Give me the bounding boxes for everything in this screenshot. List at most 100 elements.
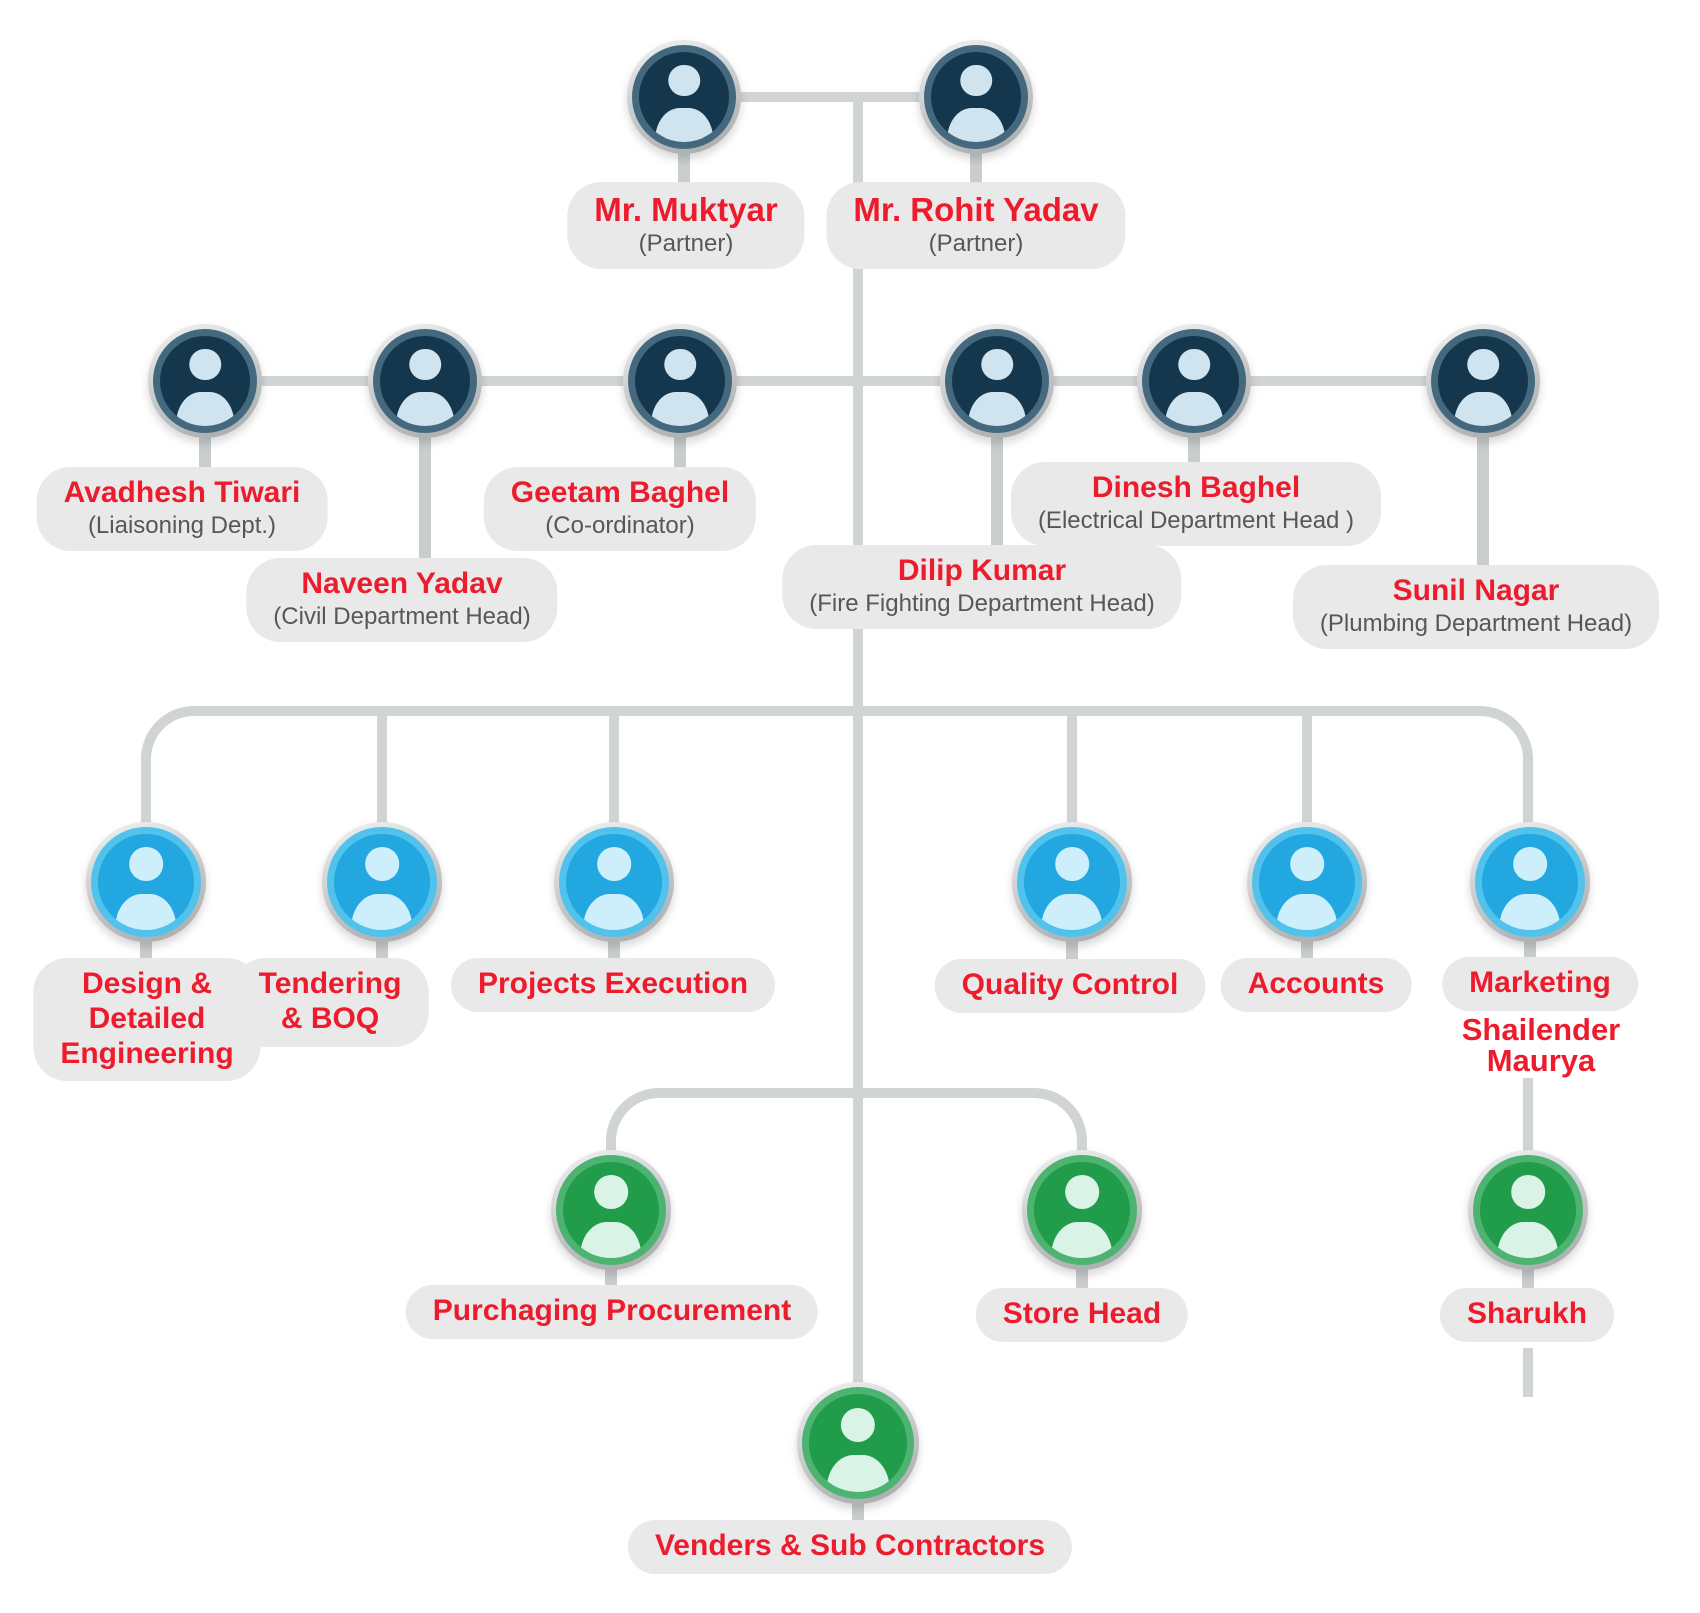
person-icon xyxy=(639,52,729,142)
stub-sharukh xyxy=(1522,1266,1534,1290)
node-name: Quality Control xyxy=(961,968,1179,1001)
person-torso-icon xyxy=(826,1454,890,1492)
connector-drop-projects xyxy=(609,711,619,823)
avatar-ring xyxy=(373,329,477,433)
stub-tendering xyxy=(376,938,388,960)
person-torso-icon xyxy=(968,391,1026,426)
person-head-icon xyxy=(594,1175,628,1210)
person-avatar-sharukh xyxy=(1468,1150,1588,1270)
label-sunil: Sunil Nagar(Plumbing Department Head) xyxy=(1292,565,1660,649)
node-name: Purchaging Procurement xyxy=(432,1294,792,1327)
label-marketing: Marketing xyxy=(1442,957,1638,1011)
label-accounts: Accounts xyxy=(1220,958,1412,1012)
person-torso-icon xyxy=(1165,391,1223,426)
person-avatar-avadhesh xyxy=(148,324,262,438)
stub-purchaging xyxy=(605,1266,617,1290)
person-icon xyxy=(1024,834,1120,930)
node-name: Dinesh Baghel xyxy=(1091,471,1301,504)
connector-branch1-corner-left xyxy=(141,706,194,759)
avatar-ring xyxy=(153,329,257,433)
person-torso-icon xyxy=(1499,893,1561,930)
person-avatar-dilip xyxy=(940,324,1054,438)
person-icon xyxy=(931,52,1021,142)
connector-drop-tendering xyxy=(377,711,387,823)
person-icon xyxy=(566,834,662,930)
person-avatar-projects xyxy=(554,822,674,942)
person-icon xyxy=(809,1394,907,1492)
person-torso-icon xyxy=(1497,1221,1559,1258)
person-icon xyxy=(334,834,430,930)
node-name: Sharukh xyxy=(1466,1297,1588,1330)
node-name: Mr. Rohit Yadav xyxy=(853,191,1099,228)
node-name: Naveen Yadav xyxy=(301,567,503,600)
avatar-ring xyxy=(628,329,732,433)
connector-branch1-corner-right xyxy=(1480,706,1533,759)
person-torso-icon xyxy=(580,1221,642,1258)
node-name: Tendering & BOQ xyxy=(258,967,402,1035)
stub-quality xyxy=(1066,938,1078,962)
connector-branch1-horizontal xyxy=(194,706,1480,716)
person-icon xyxy=(1482,834,1578,930)
connector-main-trunk xyxy=(853,92,863,1385)
avatar-ring xyxy=(632,45,736,149)
person-head-icon xyxy=(1290,847,1324,882)
person-torso-icon xyxy=(351,893,413,930)
stub-store xyxy=(1076,1266,1088,1290)
label-store: Store Head xyxy=(975,1288,1189,1342)
person-head-icon xyxy=(664,348,696,381)
person-icon xyxy=(952,336,1042,426)
stub-avadhesh xyxy=(199,434,211,469)
connector-marketing-sharukh xyxy=(1523,1078,1533,1154)
person-torso-icon xyxy=(651,391,709,426)
person-torso-icon xyxy=(396,391,454,426)
connector-drop-accounts xyxy=(1302,711,1312,823)
node-name: Design & Detailed Engineering xyxy=(60,967,234,1070)
avatar-ring xyxy=(802,1387,914,1499)
person-icon xyxy=(160,336,250,426)
avatar-ring xyxy=(1431,329,1535,433)
person-head-icon xyxy=(1065,1175,1099,1210)
node-subtitle: (Civil Department Head) xyxy=(273,602,531,630)
connector-drop-store xyxy=(1077,1138,1087,1154)
label-tendering: Tendering & BOQ xyxy=(231,958,429,1047)
person-head-icon xyxy=(1467,348,1499,381)
person-head-icon xyxy=(189,348,221,381)
stub-muktyar xyxy=(678,146,690,184)
person-avatar-tendering xyxy=(322,822,442,942)
label-quality: Quality Control xyxy=(934,959,1206,1013)
person-head-icon xyxy=(129,847,163,882)
avatar-ring xyxy=(1027,1155,1137,1265)
connector-drop-quality xyxy=(1067,711,1077,823)
avatar-ring xyxy=(1252,827,1362,937)
person-avatar-marketing xyxy=(1470,822,1590,942)
node-name: Avadhesh Tiwari xyxy=(63,476,301,509)
person-head-icon xyxy=(1178,348,1210,381)
node-subtitle: (Electrical Department Head ) xyxy=(1037,506,1355,534)
person-avatar-naveen xyxy=(368,324,482,438)
person-torso-icon xyxy=(947,107,1005,142)
avatar-ring xyxy=(1475,827,1585,937)
label-design: Design & Detailed Engineering xyxy=(33,958,261,1082)
person-icon xyxy=(1259,834,1355,930)
person-icon xyxy=(635,336,725,426)
stub-dinesh xyxy=(1188,434,1200,464)
person-torso-icon xyxy=(1041,893,1103,930)
person-avatar-geetam xyxy=(623,324,737,438)
label-rohit: Mr. Rohit Yadav(Partner) xyxy=(826,182,1126,270)
person-icon xyxy=(98,834,194,930)
stub-marketing xyxy=(1524,938,1536,959)
person-head-icon xyxy=(960,64,992,97)
stub-rohit xyxy=(970,146,982,184)
node-name: Accounts xyxy=(1247,967,1385,1000)
person-head-icon xyxy=(365,847,399,882)
stub-naveen xyxy=(419,434,431,560)
person-avatar-quality xyxy=(1012,822,1132,942)
node-name: Mr. Muktyar xyxy=(594,191,778,228)
node-subtitle: (Plumbing Department Head) xyxy=(1319,609,1633,637)
node-name: Geetam Baghel xyxy=(510,476,730,509)
node-name: Sunil Nagar xyxy=(1392,574,1560,607)
node-subtitle: (Co-ordinator) xyxy=(545,511,695,539)
stub-sunil xyxy=(1477,434,1489,567)
connector-branch2-corner-right xyxy=(1034,1088,1087,1141)
